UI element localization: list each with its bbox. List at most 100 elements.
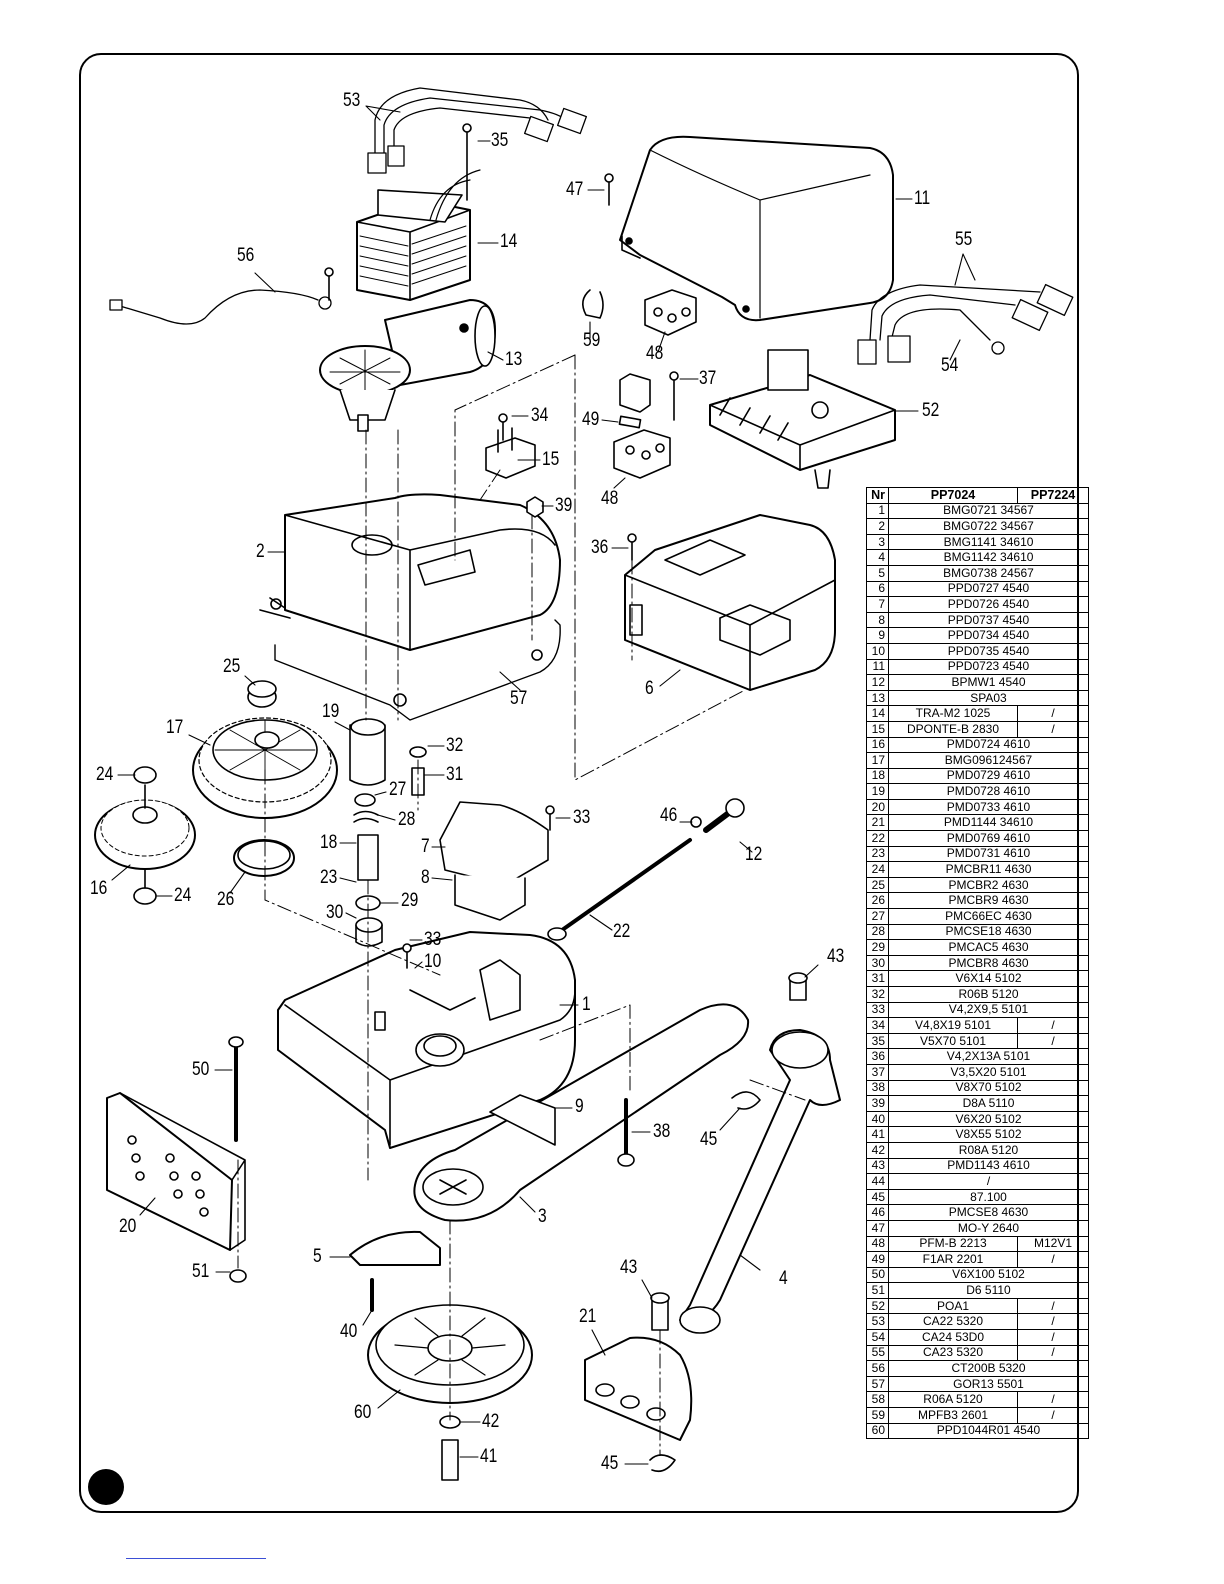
part-code-cell: PPD0723 4540 [888,658,1089,676]
parts-table-header: Nr PP7024 PP7224 [866,487,1089,504]
part-number-cell: 5 [866,564,889,582]
part-number-cell: 16 [866,736,889,754]
callout-number: 34 [531,405,549,426]
part-code-cell: PPD0735 4540 [888,642,1089,660]
part-code-cell: PMD0769 4610 [888,830,1089,847]
callout-number: 45 [601,1453,619,1474]
part-code-cell: PPD0737 4540 [888,611,1089,629]
part-number-cell: 54 [866,1329,889,1346]
part-number-cell: 17 [866,752,889,769]
part-code-alt-cell: / [1017,1329,1089,1346]
part-code-alt-cell: / [1017,1032,1089,1050]
header-pp7224: PP7224 [1017,487,1089,504]
callout-number: 22 [613,921,631,942]
part-code-alt-cell: / [1017,1297,1089,1315]
callout-number: 45 [700,1129,718,1150]
part-number-cell: 18 [866,767,889,785]
part-number-cell: 37 [866,1063,889,1081]
part-number-cell: 47 [866,1219,889,1237]
part-code-alt-cell: / [1017,1344,1089,1362]
callout-number: 49 [582,409,600,430]
callout-number: 46 [660,805,678,826]
footer-rule [126,1558,266,1559]
part-number-cell: 35 [866,1032,889,1050]
part-control-box [624,514,836,691]
part-code-cell: V6X20 5102 [888,1110,1089,1128]
part-code-cell: PMCBR9 4630 [888,892,1089,910]
callout-number: 36 [591,537,609,558]
part-code-alt-cell: / [1017,1017,1089,1034]
callout-number: 7 [421,836,430,857]
part-cover [619,135,894,322]
part-code-cell: BMG096124567 [888,752,1089,769]
part-code-cell: DPONTE-B 2830 [888,720,1018,738]
part-number-cell: 26 [866,892,889,910]
callout-number: 24 [96,764,114,785]
part-number-cell: 12 [866,674,889,691]
part-housing-top [259,493,561,721]
callout-number: 60 [354,1402,372,1423]
part-code-cell: BMG0738 24567 [888,564,1089,582]
table-row: 44/ [866,1173,1089,1190]
part-code-cell: R06B 5120 [888,986,1089,1003]
callout-number: 21 [579,1306,597,1327]
part-number-cell: 20 [866,798,889,816]
callout-number: 33 [573,807,591,828]
part-gears [94,680,338,905]
part-number-cell: 48 [866,1235,889,1253]
callout-number: 33 [424,929,442,950]
part-lever-arms [413,972,841,1334]
part-code-cell: R06A 5120 [888,1391,1018,1409]
callout-number: 42 [482,1411,500,1432]
part-number-cell: 32 [866,986,889,1003]
callout-number: 23 [320,867,338,888]
part-number-cell: 45 [866,1188,889,1206]
part-code-cell: V4,2X9,5 5101 [888,1001,1089,1019]
part-number-cell: 55 [866,1344,889,1362]
part-number-cell: 15 [866,720,889,738]
callout-number: 6 [645,678,654,699]
callout-number: 10 [424,951,442,972]
part-code-cell: BMG1141 34610 [888,533,1089,551]
part-number-cell: 52 [866,1297,889,1315]
part-shaft-stack [233,718,427,947]
part-number-cell: 31 [866,970,889,987]
part-code-cell: BMG0721 34567 [888,502,1089,520]
callout-number: 47 [566,179,584,200]
part-code-cell: PMC66EC 4630 [888,908,1089,925]
callout-number: 2 [256,541,265,562]
part-code-cell: V3,5X20 5101 [888,1063,1089,1081]
callout-number: 57 [510,688,528,709]
callout-number: 18 [320,832,338,853]
part-number-cell: 6 [866,580,889,598]
part-number-cell: 19 [866,783,889,800]
callout-number: 43 [620,1257,638,1278]
callout-number: 59 [583,330,601,351]
